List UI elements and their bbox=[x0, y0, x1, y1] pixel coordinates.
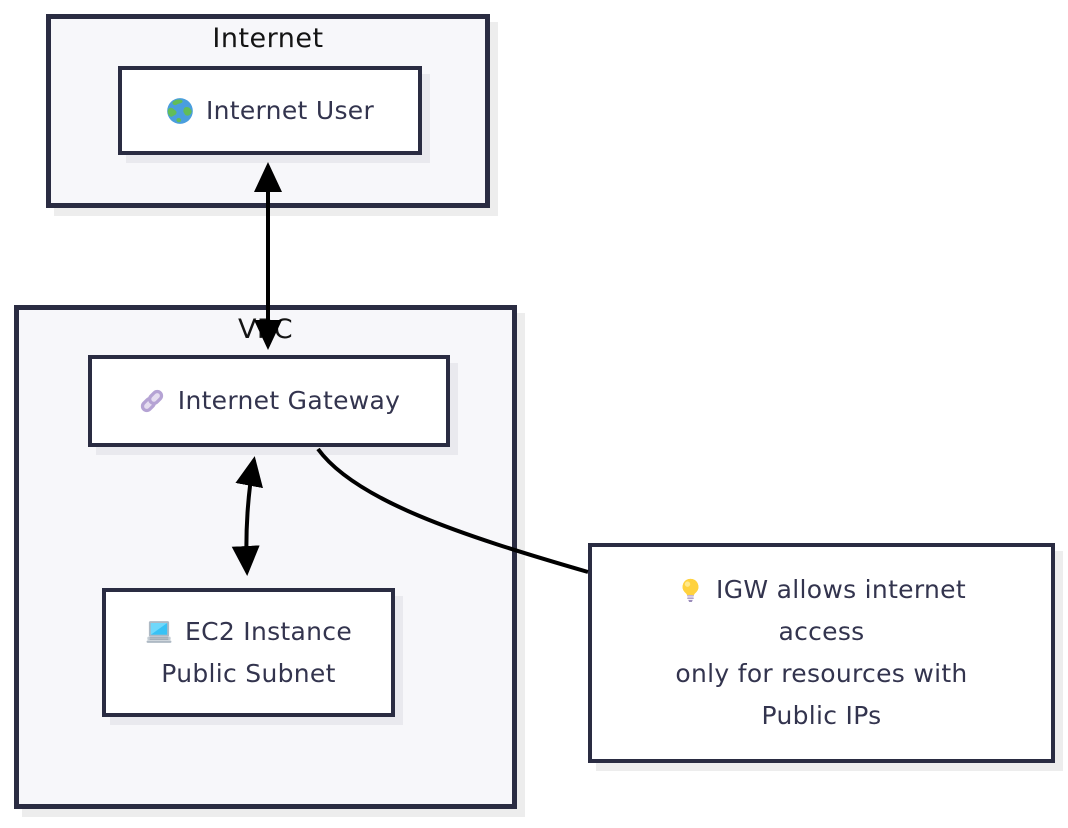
link-icon bbox=[138, 387, 166, 415]
vpc-boundary: VPC Internet Gateway bbox=[14, 305, 517, 809]
note-line-3: only for resources with bbox=[675, 659, 968, 688]
globe-icon bbox=[166, 97, 194, 125]
node-ec2-instance-label: EC2 Instance bbox=[184, 616, 353, 646]
internet-boundary: Internet Internet User bbox=[46, 14, 490, 208]
vpc-boundary-label: VPC bbox=[237, 314, 294, 345]
node-internet-gateway-label: Internet Gateway bbox=[177, 386, 401, 415]
igw-note: IGW allows internet access only for reso… bbox=[588, 543, 1055, 763]
note-line-1: IGW allows internet bbox=[716, 575, 966, 604]
node-internet-user: Internet User bbox=[118, 66, 422, 155]
note-line-4: Public IPs bbox=[761, 701, 882, 730]
laptop-icon bbox=[145, 618, 173, 646]
lightbulb-icon bbox=[677, 577, 704, 604]
node-ec2-instance: EC2 Instance Public Subnet bbox=[102, 588, 395, 717]
note-line-2: access bbox=[778, 617, 865, 646]
node-internet-gateway: Internet Gateway bbox=[88, 355, 450, 447]
internet-boundary-label: Internet bbox=[212, 23, 324, 54]
node-internet-user-label: Internet User bbox=[205, 95, 375, 125]
node-ec2-instance-sublabel: Public Subnet bbox=[161, 658, 336, 688]
